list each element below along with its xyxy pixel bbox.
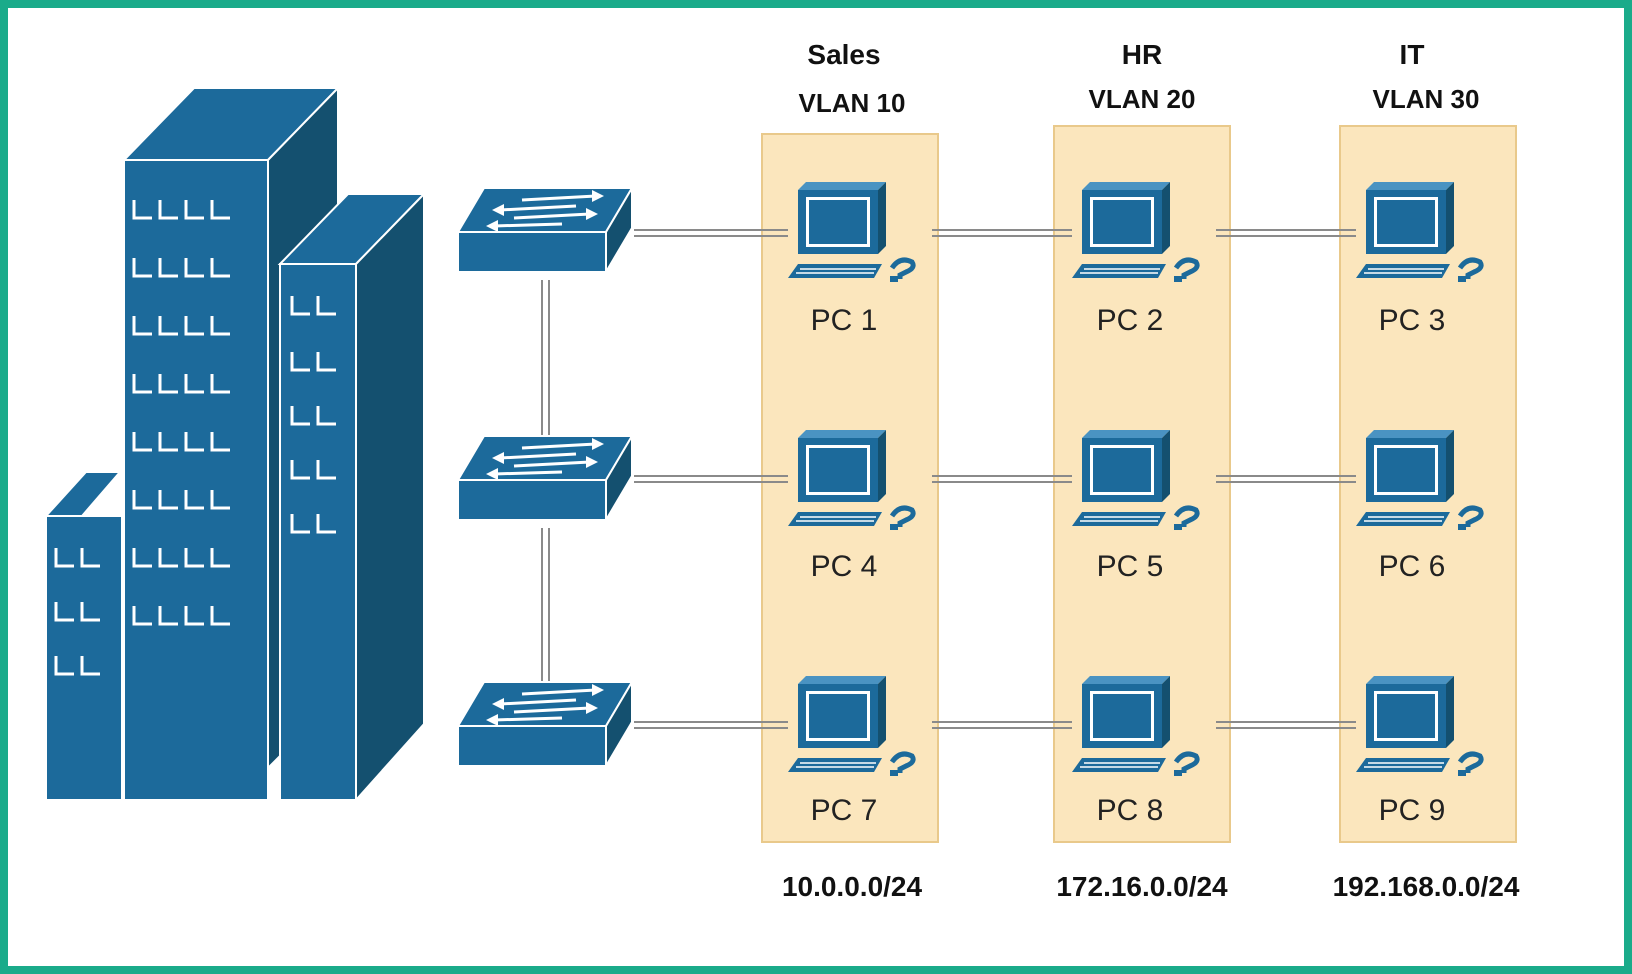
pc-label: PC 2 xyxy=(1097,304,1164,337)
pc-label: PC 8 xyxy=(1097,794,1164,827)
network-switch-icon xyxy=(456,434,634,522)
pc-label: PC 6 xyxy=(1379,550,1446,583)
pc-label: PC 5 xyxy=(1097,550,1164,583)
network-switch-icon xyxy=(456,186,634,274)
vlan-name-hr: HR xyxy=(1122,39,1162,70)
vlan-id-it: VLAN 30 xyxy=(1373,84,1480,114)
vlan-name-sales: Sales xyxy=(807,39,880,70)
vlan-id-sales: VLAN 10 xyxy=(799,88,906,118)
pc-label: PC 3 xyxy=(1379,304,1446,337)
subnet-label-sales: 10.0.0.0/24 xyxy=(782,871,923,902)
network-switch-icon xyxy=(456,680,634,768)
subnet-label-hr: 172.16.0.0/24 xyxy=(1056,871,1228,902)
access-links xyxy=(634,229,1356,729)
pc-label: PC 4 xyxy=(811,550,878,583)
office-building-icon xyxy=(43,85,427,803)
vlan-name-it: IT xyxy=(1400,39,1425,70)
pc-label: PC 9 xyxy=(1379,794,1446,827)
vlan-id-hr: VLAN 20 xyxy=(1089,84,1196,114)
pc-label: PC 7 xyxy=(811,794,878,827)
vlan-topology-diagram: Sales VLAN 10 HR VLAN 20 IT VLAN 30 PC 1… xyxy=(43,39,1520,902)
subnet-label-it: 192.168.0.0/24 xyxy=(1333,871,1520,902)
switch-trunk-links xyxy=(541,280,550,684)
pc-label: PC 1 xyxy=(811,304,878,337)
